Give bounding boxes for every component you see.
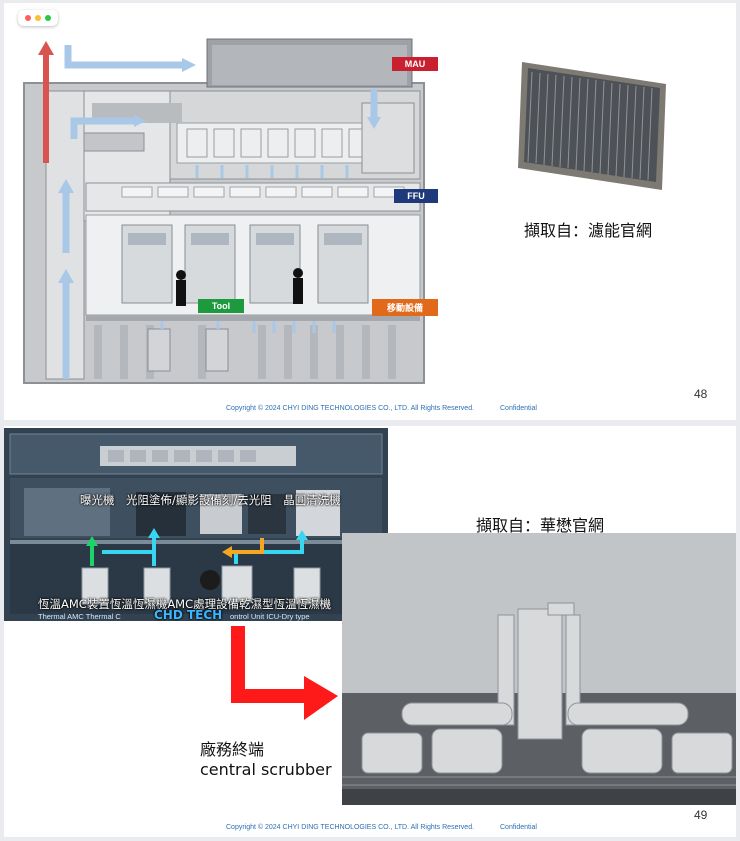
slide-49: 曝光機 光阻塗佈/顯影設備刻/去光阻 晶圓清洗機 恆溫AMC裝置恆溫恆濕機AMC…: [4, 426, 736, 837]
copyright-text: Copyright © 2024 CHYI DING TECHNOLOGIES …: [226, 405, 475, 412]
cleanroom-airflow-diagram: [23, 38, 425, 384]
process-tools-label: 曝光機 光阻塗佈/顯影設備刻/去光阻 晶圓清洗機: [80, 493, 341, 507]
central-scrubber-photo: [342, 533, 736, 805]
confidential-text: Confidential: [500, 824, 537, 831]
page-number: 48: [694, 387, 708, 401]
scrubber-source-caption: 擷取自：華懋官網: [476, 516, 605, 535]
ffu-label: FFU: [394, 189, 438, 203]
tool-label: Tool: [198, 299, 244, 313]
filter-photo: [518, 62, 666, 190]
amc-equipment-sublabel-2: ontrol Unit ICU-Dry type: [230, 612, 310, 621]
red-flow-arrow-icon: [231, 626, 338, 720]
fab-render-graphic: [4, 428, 388, 621]
confidential-text: Confidential: [500, 405, 537, 412]
amc-equipment-label: 恆溫AMC裝置恆溫恆濕機AMC處理設備乾濕型恆溫恆濕機: [38, 597, 332, 611]
copyright-text: Copyright © 2024 CHYI DING TECHNOLOGIES …: [226, 824, 475, 831]
minimize-dot-icon[interactable]: [35, 15, 41, 21]
slide-48: MAU FFU Tool 移動設備 擷取自：濾能官網 48 Copyright …: [4, 3, 736, 420]
scrubber-label-english: central scrubber: [200, 760, 332, 779]
amc-equipment-sublabel: Thermal AMC Thermal C: [38, 612, 121, 621]
close-dot-icon[interactable]: [25, 15, 31, 21]
scrubber-label-chinese: 廠務終端: [200, 740, 265, 759]
page-number: 49: [694, 808, 708, 822]
window-controls[interactable]: [18, 10, 58, 26]
filter-source-caption: 擷取自：濾能官網: [524, 221, 653, 240]
brand-watermark: CHD TECH: [154, 608, 223, 621]
mobile-equipment-label: 移動設備: [372, 299, 438, 316]
fab-equipment-render: 曝光機 光阻塗佈/顯影設備刻/去光阻 晶圓清洗機 恆溫AMC裝置恆溫恆濕機AMC…: [4, 428, 388, 621]
maximize-dot-icon[interactable]: [45, 15, 51, 21]
mau-label: MAU: [392, 57, 438, 71]
